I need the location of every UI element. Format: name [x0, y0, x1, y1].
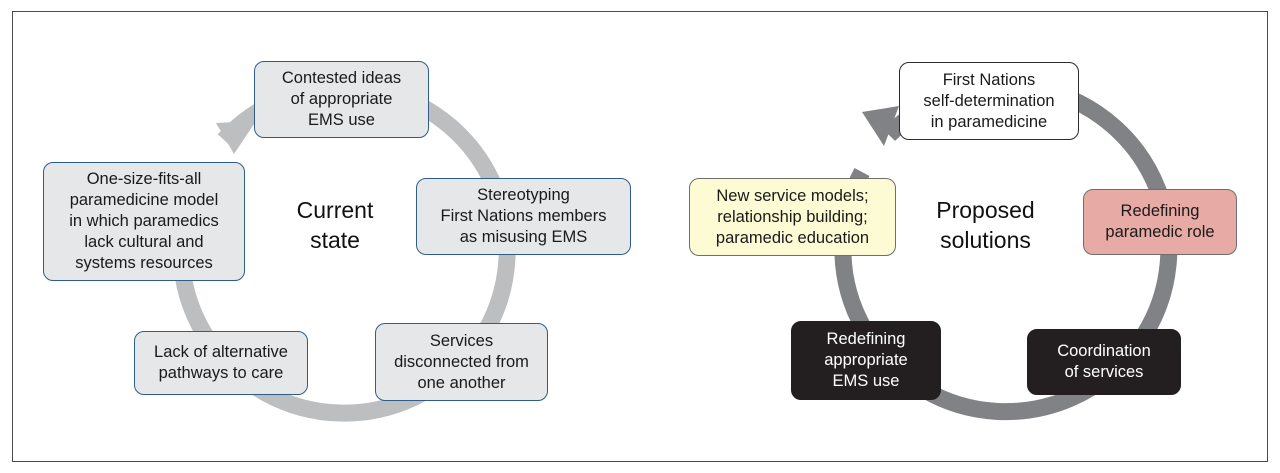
node-new-service-models: New service models; relationship buildin… — [689, 178, 896, 256]
node-lack-pathways: Lack of alternative pathways to care — [134, 331, 308, 395]
figure-frame — [12, 11, 1268, 462]
left-cycle-title: Current state — [296, 197, 374, 253]
node-contested-ideas: Contested ideas of appropriate EMS use — [254, 61, 429, 138]
node-services-disconnected: Services disconnected from one another — [375, 323, 548, 401]
node-redefining-ems-use: Redefining appropriate EMS use — [791, 321, 941, 400]
left-cycle-arrowhead — [216, 121, 256, 154]
node-self-determination: First Nations self-determination in para… — [899, 62, 1079, 140]
right-cycle-title: Proposed solutions — [936, 197, 1035, 253]
node-coordination-of-services: Coordination of services — [1027, 329, 1181, 395]
node-redefining-paramedic-role: Redefining paramedic role — [1083, 189, 1237, 255]
node-one-size-fits-all: One-size-fits-all paramedicine model in … — [43, 162, 245, 281]
right-cycle-arrowhead — [862, 106, 899, 146]
node-stereotyping: Stereotyping First Nations members as mi… — [416, 178, 631, 255]
